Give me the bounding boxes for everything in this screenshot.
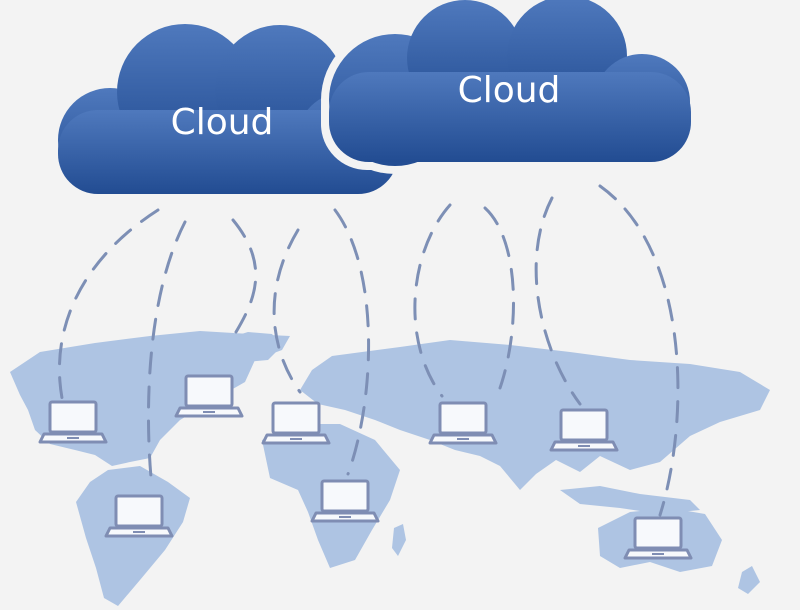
laptop-icon <box>549 408 619 452</box>
map-greenland <box>222 332 282 362</box>
connection-lines <box>57 184 680 517</box>
map-new-zealand <box>738 566 760 594</box>
cloud-right-label: Cloud <box>458 70 561 111</box>
connection-line <box>413 203 452 398</box>
connection-line <box>231 218 258 334</box>
cloud-left-label: Cloud <box>171 102 274 143</box>
laptop-icon <box>38 400 108 444</box>
laptop-icon <box>310 479 380 523</box>
connection-line <box>598 184 680 517</box>
map-europe-asia <box>300 340 770 490</box>
map-indonesia <box>560 486 700 514</box>
laptop-icon <box>623 516 693 560</box>
connection-line <box>483 206 515 390</box>
connection-line <box>333 208 371 476</box>
connection-line <box>534 196 582 406</box>
laptop-icon <box>261 401 331 445</box>
map-madagascar <box>392 524 406 556</box>
connection-line <box>57 208 160 400</box>
laptop-icon <box>428 401 498 445</box>
map-japan <box>628 392 644 430</box>
cloud-right: Cloud <box>321 0 699 174</box>
connection-line <box>146 220 187 490</box>
connection-line <box>272 228 302 394</box>
laptop-icon <box>174 374 244 418</box>
laptop-icon <box>104 494 174 538</box>
world-map <box>10 331 770 606</box>
